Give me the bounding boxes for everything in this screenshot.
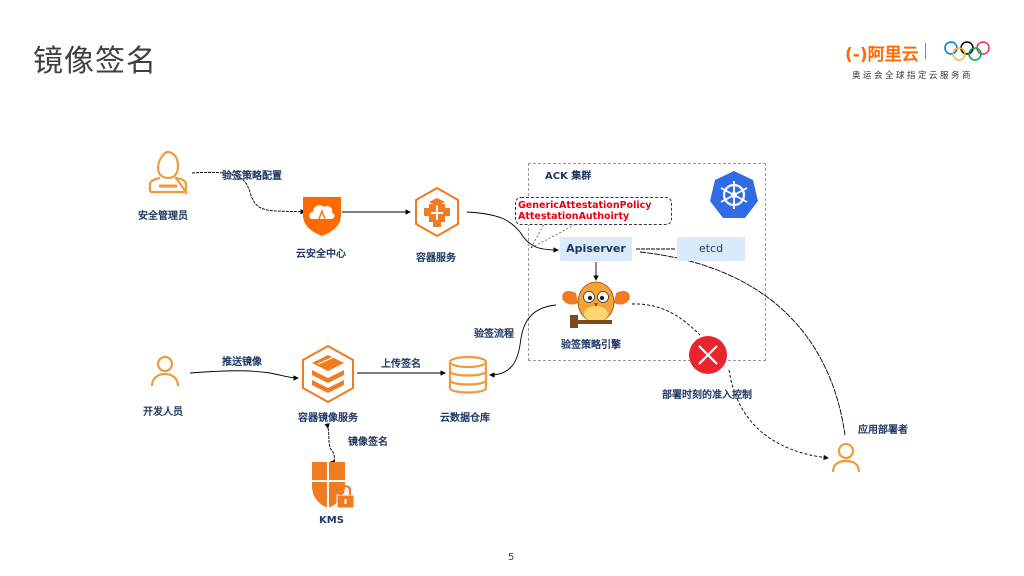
etcd-node: etcd (677, 237, 745, 261)
hexagon-layers-icon (302, 344, 354, 404)
shield-cloud-icon (303, 197, 341, 236)
edge-admin-to-security-center (191, 171, 306, 215)
edge-label-verify-flow: 验签流程 (474, 329, 514, 340)
person-wrench-icon (148, 150, 188, 196)
aliyun-logo: (-)阿里云 奥运会全球指定云服务商 (845, 40, 995, 84)
developer-label: 开发人员 (143, 407, 183, 418)
aliyun-bracket-icon: (-) (845, 45, 868, 65)
kubernetes-icon (710, 171, 758, 218)
logo-divider (925, 43, 926, 59)
edge-label-policy-config: 验签策略配置 (222, 171, 282, 182)
x-circle-icon (689, 336, 727, 374)
aliyun-brand: (-)阿里云 (845, 45, 919, 65)
policy-line-authority: AttestationAuthoirty (518, 211, 630, 222)
security-admin-label: 安全管理员 (138, 211, 188, 222)
edge-label-push-image: 推送镜像 (222, 357, 262, 368)
edge-engine-to-admission (631, 303, 701, 336)
hexagon-cubes-icon (415, 186, 459, 238)
database-icon (448, 355, 488, 394)
shield-lock-icon (312, 462, 355, 509)
page-title: 镜像签名 (33, 44, 157, 79)
cloud-security-center-label: 云安全中心 (296, 249, 346, 260)
edge-policy-callout-1 (530, 221, 546, 249)
admission-control-label: 部署时刻的准入控制 (662, 390, 752, 401)
edge-label-upload-signature: 上传签名 (381, 359, 421, 370)
edge-developer-to-registry (189, 370, 299, 381)
edge-admission-to-deployer (728, 369, 829, 461)
edge-container-service-to-apiserver (466, 211, 559, 253)
person-icon (831, 442, 861, 473)
person-icon (150, 355, 180, 387)
edge-kms-registry (324, 423, 336, 466)
edge-apiserver-to-deployer (639, 251, 846, 436)
logo-tagline: 奥运会全球指定云服务商 (852, 71, 974, 81)
kms-label: KMS (319, 515, 344, 526)
olympic-rings-icon (944, 41, 990, 61)
cloud-data-warehouse-label: 云数据仓库 (440, 413, 490, 424)
container-registry-label: 容器镜像服务 (298, 413, 358, 424)
app-deployer-label: 应用部署者 (858, 425, 908, 436)
policy-line-generic: GenericAttestationPolicy (518, 200, 652, 211)
ack-cluster-boundary (528, 163, 766, 361)
owl-gavel-icon (562, 281, 630, 328)
ack-cluster-title: ACK 集群 (545, 171, 592, 182)
policy-callout: GenericAttestationPolicy AttestationAuth… (515, 197, 672, 225)
page-number: 5 (508, 552, 515, 563)
container-service-label: 容器服务 (416, 253, 456, 264)
policy-engine-label: 验签策略引擎 (561, 340, 621, 351)
edge-engine-to-warehouse (489, 304, 557, 378)
apiserver-node: Apiserver (560, 237, 632, 261)
edge-policy-callout-2 (530, 221, 581, 249)
edge-label-image-signing: 镜像签名 (348, 437, 388, 448)
